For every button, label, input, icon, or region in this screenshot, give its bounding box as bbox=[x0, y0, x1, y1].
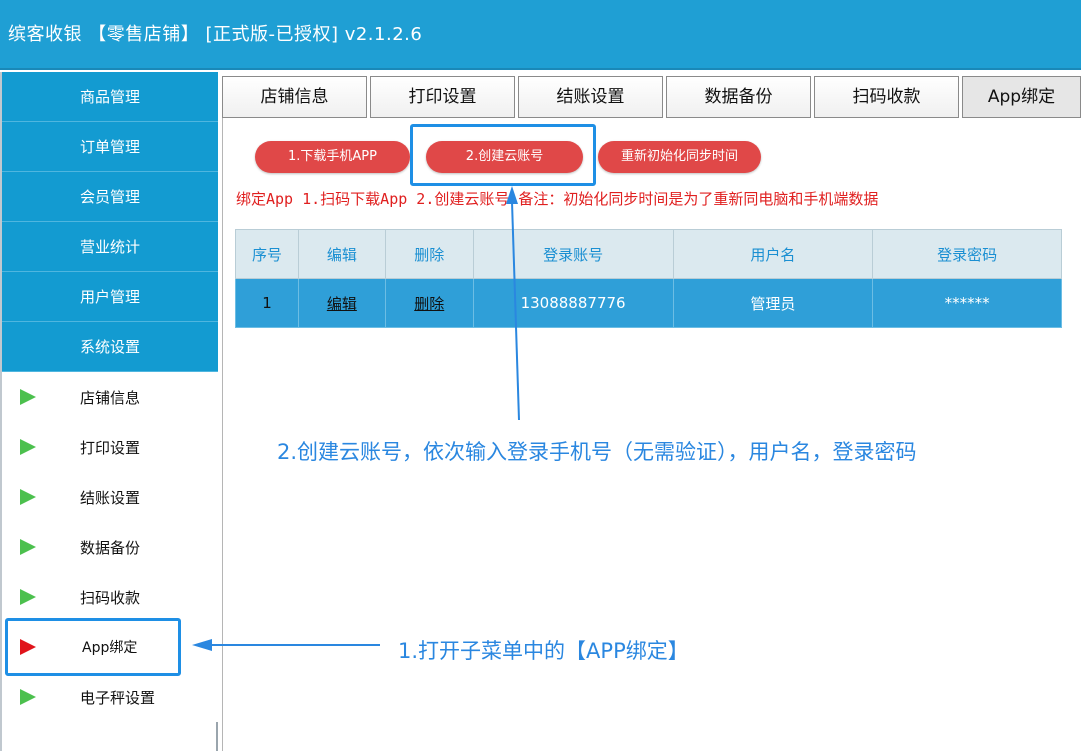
table-row[interactable]: 1 编辑 删除 13088887776 管理员 ****** bbox=[235, 278, 1062, 328]
submenu-label: 扫码收款 bbox=[80, 589, 141, 607]
column-header-delete: 删除 bbox=[384, 229, 474, 279]
edit-link[interactable]: 编辑 bbox=[297, 278, 386, 328]
submenu-item-print-settings[interactable]: 打印设置 bbox=[2, 422, 218, 472]
submenu-item-app-binding[interactable]: App绑定 bbox=[2, 622, 218, 672]
cell-username: 管理员 bbox=[672, 278, 874, 328]
table-header-row: 序号 编辑 删除 登录账号 用户名 登录密码 bbox=[235, 229, 1062, 279]
menu-item-products[interactable]: 商品管理 bbox=[2, 72, 218, 122]
submenu-item-qr-payment[interactable]: 扫码收款 bbox=[2, 572, 218, 622]
sidebar: 商品管理 订单管理 会员管理 营业统计 用户管理 系统设置 店铺信息 打印设置 … bbox=[0, 72, 218, 751]
play-arrow-icon bbox=[20, 439, 36, 455]
cell-index: 1 bbox=[235, 278, 299, 328]
annotation-step1: 1.打开子菜单中的【APP绑定】 bbox=[398, 639, 689, 663]
reinit-sync-time-button[interactable]: 重新初始化同步时间 bbox=[598, 141, 761, 173]
cell-login-account: 13088887776 bbox=[472, 278, 674, 328]
play-arrow-icon bbox=[20, 539, 36, 555]
submenu-label: 电子秤设置 bbox=[80, 689, 156, 707]
column-header-password: 登录密码 bbox=[872, 229, 1062, 279]
download-app-button[interactable]: 1.下载手机APP bbox=[255, 141, 410, 173]
column-header-username: 用户名 bbox=[672, 229, 874, 279]
submenu-label: App绑定 bbox=[82, 640, 138, 656]
submenu-item-scale-settings[interactable]: 电子秤设置 bbox=[2, 672, 218, 722]
submenu-label: 数据备份 bbox=[80, 539, 141, 557]
tab-print-settings[interactable]: 打印设置 bbox=[370, 76, 515, 118]
column-header-login-account: 登录账号 bbox=[472, 229, 674, 279]
menu-item-users[interactable]: 用户管理 bbox=[2, 272, 218, 322]
annotation-step2: 2.创建云账号，依次输入登录手机号（无需验证），用户名，登录密码 bbox=[277, 440, 917, 464]
column-header-index: 序号 bbox=[235, 229, 299, 279]
title-bar: 缤客收银 【零售店铺】 [正式版-已授权] v2.1.2.6 bbox=[0, 0, 1081, 70]
account-table: 序号 编辑 删除 登录账号 用户名 登录密码 1 编辑 删除 130888877… bbox=[235, 229, 1062, 328]
tab-data-backup[interactable]: 数据备份 bbox=[666, 76, 811, 118]
binding-note: 绑定App 1.扫码下载App 2.创建云账号 备注：初始化同步时间是为了重新同… bbox=[236, 190, 879, 208]
window-title: 缤客收银 【零售店铺】 [正式版-已授权] v2.1.2.6 bbox=[8, 24, 423, 45]
tab-checkout-settings[interactable]: 结账设置 bbox=[518, 76, 663, 118]
play-arrow-icon bbox=[20, 589, 36, 605]
create-cloud-account-button[interactable]: 2.创建云账号 bbox=[426, 141, 583, 173]
highlight-box-app-binding bbox=[5, 618, 181, 676]
tab-qr-payment[interactable]: 扫码收款 bbox=[814, 76, 959, 118]
submenu-item-checkout-settings[interactable]: 结账设置 bbox=[2, 472, 218, 522]
menu-item-members[interactable]: 会员管理 bbox=[2, 172, 218, 222]
play-arrow-icon bbox=[20, 689, 36, 705]
menu-item-system-settings[interactable]: 系统设置 bbox=[2, 322, 218, 372]
menu-item-orders[interactable]: 订单管理 bbox=[2, 122, 218, 172]
cell-password: ****** bbox=[872, 278, 1062, 328]
tab-store-info[interactable]: 店铺信息 bbox=[222, 76, 367, 118]
play-arrow-icon bbox=[20, 639, 36, 655]
play-arrow-icon bbox=[20, 389, 36, 405]
tab-app-binding[interactable]: App绑定 bbox=[962, 76, 1081, 118]
column-header-edit: 编辑 bbox=[297, 229, 386, 279]
submenu-item-store-info[interactable]: 店铺信息 bbox=[2, 372, 218, 422]
delete-link[interactable]: 删除 bbox=[384, 278, 474, 328]
submenu-item-data-backup[interactable]: 数据备份 bbox=[2, 522, 218, 572]
submenu-label: 店铺信息 bbox=[80, 389, 141, 407]
submenu-label: 打印设置 bbox=[80, 439, 141, 457]
highlight-box-create-account bbox=[410, 124, 596, 186]
menu-item-statistics[interactable]: 营业统计 bbox=[2, 222, 218, 272]
tab-bar: 店铺信息 打印设置 结账设置 数据备份 扫码收款 App绑定 bbox=[222, 76, 1081, 118]
submenu-label: 结账设置 bbox=[80, 489, 141, 507]
play-arrow-icon bbox=[20, 489, 36, 505]
